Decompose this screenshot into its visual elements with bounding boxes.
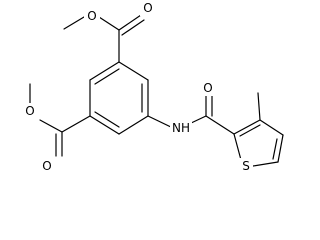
bond-ester1-c-o-single: [98, 16, 120, 31]
bond-ring-to-nh: [147, 115, 174, 129]
bond-ring-c1-c2: [118, 61, 149, 81]
bond-thio-c3-methyl: [257, 92, 261, 121]
atom-o-amide: O: [203, 81, 212, 95]
bond-thio-c4-c5-inner: [272, 138, 278, 160]
atom-labels: O O O O O NH S: [22, 0, 253, 174]
bond-thio-c5-s: [252, 161, 279, 167]
bond-ester1-o-methyl: [63, 16, 85, 30]
atom-o-ester1-ether: O: [87, 9, 96, 23]
atom-o-ester2-carbonyl: O: [42, 159, 51, 173]
bond-carbonyl-to-thiophene: [205, 115, 235, 135]
bond-thio-s-c2: [233, 133, 242, 161]
bond-ring-c4-c5: [89, 115, 120, 135]
bond-ring-c6-c1: [89, 61, 120, 81]
bond-ring-c4-c5-inner: [94, 111, 120, 128]
bond-thio-c2-c3-inner: [239, 124, 261, 137]
bond-ring-c6-c1-inner: [94, 68, 120, 85]
bond-thio-c4-c5: [277, 134, 284, 163]
atom-s: S: [242, 159, 250, 173]
bonds: [29, 14, 284, 167]
bond-ester1-c-o-double-a: [118, 14, 142, 31]
bond-thio-c3-c4: [259, 119, 284, 136]
bond-ester2-c-o-single: [39, 119, 63, 133]
bond-thio-c2-c3: [233, 119, 261, 135]
molecule-structure: O O O O O NH S: [22, 0, 284, 174]
atom-o-ester2-ether: O: [25, 104, 34, 118]
atom-o-ester1-carbonyl: O: [143, 1, 152, 15]
bond-ring-to-ester2: [61, 115, 91, 133]
bond-ring-c3-c4: [118, 115, 149, 135]
atom-nh: NH: [172, 121, 190, 135]
bond-ester1-c-o-double-b: [121, 19, 145, 36]
